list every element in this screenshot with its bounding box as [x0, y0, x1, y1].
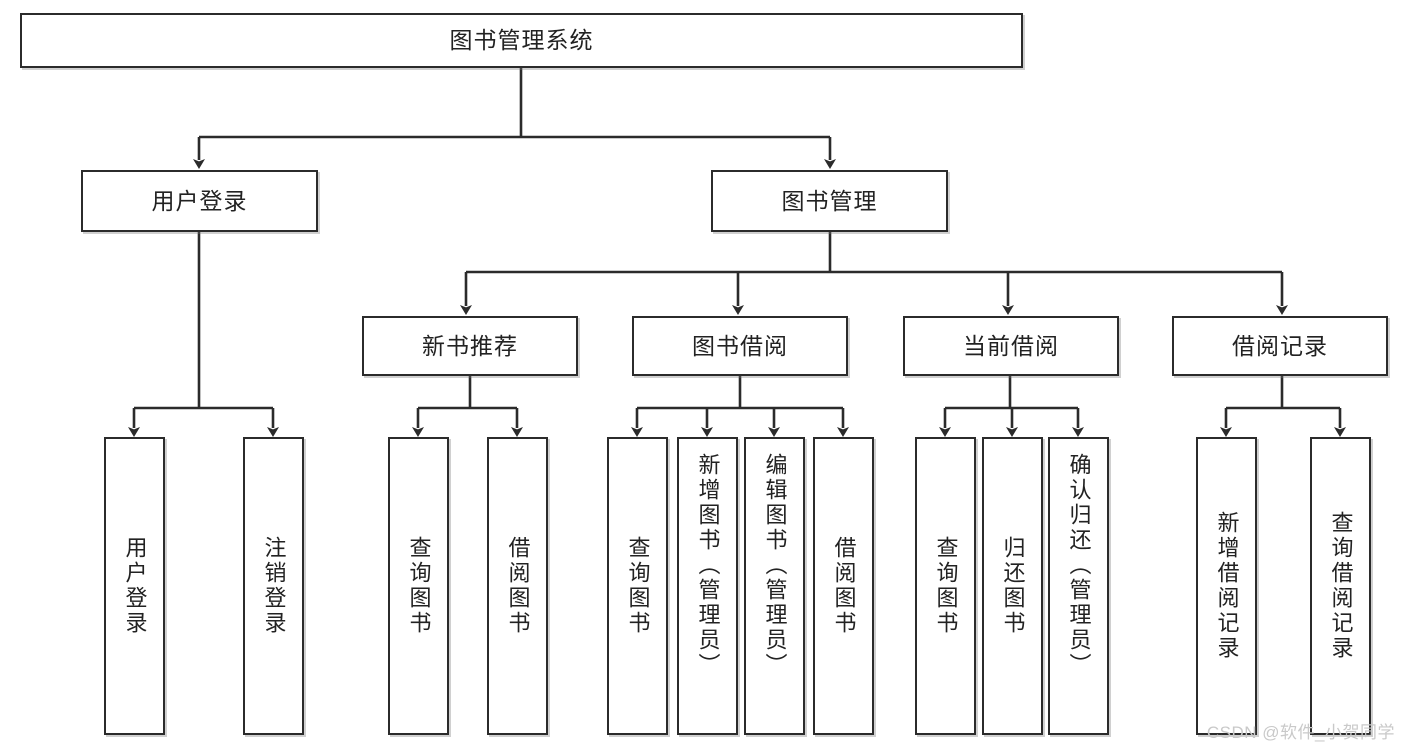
node-leaf-query-borrow-record[interactable]: 查询借阅记录 — [1310, 437, 1371, 735]
node-leaf-confirm-return-admin[interactable]: 确认归还（管理员） — [1048, 437, 1109, 735]
node-current-borrow[interactable]: 当前借阅 — [903, 316, 1119, 376]
node-leaf-return-book-label: 归还图书 — [1000, 536, 1026, 636]
node-root[interactable]: 图书管理系统 — [20, 13, 1023, 68]
node-borrow-record[interactable]: 借阅记录 — [1172, 316, 1388, 376]
node-borrow-record-label: 借阅记录 — [1232, 332, 1328, 359]
node-book-manage[interactable]: 图书管理 — [711, 170, 948, 232]
node-leaf-add-book-admin-label: 新增图书（管理员） — [695, 453, 721, 678]
node-leaf-edit-book-admin-label: 编辑图书（管理员） — [762, 453, 788, 678]
node-leaf-borrow-book-2-label: 借阅图书 — [831, 536, 857, 636]
node-new-book-recommend-label: 新书推荐 — [422, 332, 518, 359]
node-leaf-edit-book-admin[interactable]: 编辑图书（管理员） — [744, 437, 805, 735]
node-user-login[interactable]: 用户登录 — [81, 170, 318, 232]
node-leaf-user-login[interactable]: 用户登录 — [104, 437, 165, 735]
node-book-borrow[interactable]: 图书借阅 — [632, 316, 848, 376]
node-leaf-query-borrow-record-label: 查询借阅记录 — [1328, 511, 1354, 661]
node-leaf-return-book[interactable]: 归还图书 — [982, 437, 1043, 735]
node-leaf-query-book-1-label: 查询图书 — [406, 536, 432, 636]
node-leaf-add-borrow-record[interactable]: 新增借阅记录 — [1196, 437, 1257, 735]
node-leaf-confirm-return-admin-label: 确认归还（管理员） — [1066, 453, 1092, 678]
node-new-book-recommend[interactable]: 新书推荐 — [362, 316, 578, 376]
node-leaf-user-login-label: 用户登录 — [122, 536, 148, 636]
node-leaf-add-book-admin[interactable]: 新增图书（管理员） — [677, 437, 738, 735]
node-leaf-query-book-3[interactable]: 查询图书 — [915, 437, 976, 735]
node-root-label: 图书管理系统 — [449, 27, 594, 54]
node-leaf-query-book-1[interactable]: 查询图书 — [388, 437, 449, 735]
node-leaf-query-book-3-label: 查询图书 — [933, 536, 959, 636]
node-leaf-borrow-book-1-label: 借阅图书 — [505, 536, 531, 636]
node-leaf-add-borrow-record-label: 新增借阅记录 — [1214, 511, 1240, 661]
node-leaf-borrow-book-1[interactable]: 借阅图书 — [487, 437, 548, 735]
node-leaf-query-book-2-label: 查询图书 — [625, 536, 651, 636]
node-leaf-user-logout-label: 注销登录 — [261, 536, 287, 636]
node-leaf-user-logout[interactable]: 注销登录 — [243, 437, 304, 735]
node-book-manage-label: 图书管理 — [781, 187, 878, 214]
node-book-borrow-label: 图书借阅 — [692, 332, 788, 359]
node-current-borrow-label: 当前借阅 — [963, 332, 1059, 359]
node-user-login-label: 用户登录 — [151, 187, 248, 214]
node-leaf-query-book-2[interactable]: 查询图书 — [607, 437, 668, 735]
node-leaf-borrow-book-2[interactable]: 借阅图书 — [813, 437, 874, 735]
csdn-watermark: CSDN @软件_小贺同学 — [1206, 723, 1395, 742]
